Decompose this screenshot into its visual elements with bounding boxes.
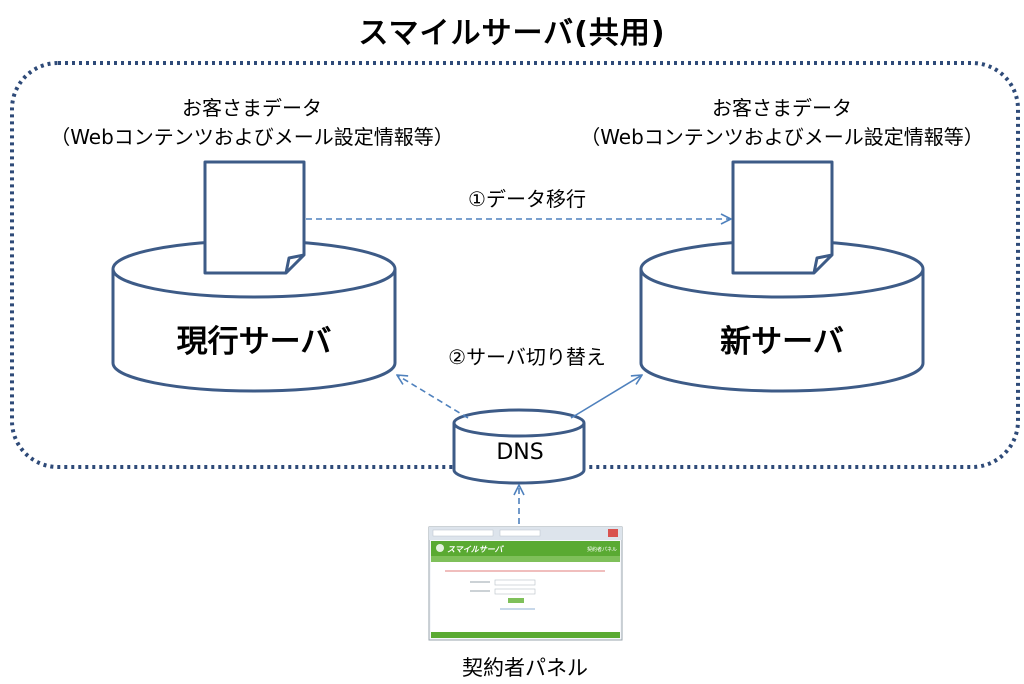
step-data-migration-label: ①データ移行 — [468, 187, 586, 211]
current-data-caption: お客さまデータ （Webコンテンツおよびメール設定情報等） — [50, 94, 454, 152]
dns-to-current-arrow — [397, 375, 469, 419]
step-server-switch-label: ②サーバ切り替え — [448, 345, 606, 369]
dns-to-new-arrow — [570, 375, 642, 419]
current-data-subtitle: （Webコンテンツおよびメール設定情報等） — [50, 125, 454, 149]
new-data-document-icon — [731, 160, 834, 275]
new-server-cylinder — [639, 239, 925, 393]
screenshot-header-right-text: 契約者パネル — [587, 546, 617, 553]
dns-cylinder — [452, 408, 586, 485]
current-data-document-icon — [203, 160, 306, 275]
contract-panel-screenshot: スマイルサーバ 契約者パネル — [428, 526, 623, 641]
contract-panel-label: 契約者パネル — [462, 656, 588, 680]
new-data-subtitle: （Webコンテンツおよびメール設定情報等） — [580, 125, 984, 149]
dns-label: DNS — [496, 440, 544, 465]
new-data-caption: お客さまデータ （Webコンテンツおよびメール設定情報等） — [580, 94, 984, 152]
current-data-title: お客さまデータ — [181, 96, 322, 120]
new-data-title: お客さまデータ — [711, 96, 852, 120]
current-server-label: 現行サーバ — [176, 324, 332, 360]
new-server-label: 新サーバ — [720, 324, 844, 360]
diagram-title: スマイルサーバ(共用) — [358, 16, 666, 51]
screenshot-brand-text: スマイルサーバ — [447, 545, 505, 554]
